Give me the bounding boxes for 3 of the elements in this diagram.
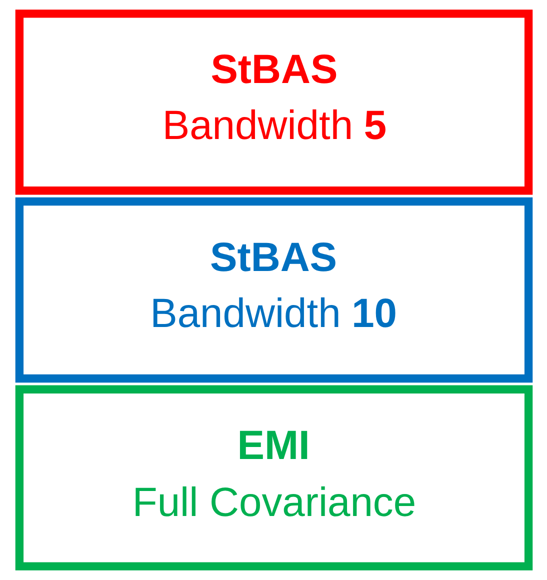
node-box: EMI Full Covariance: [14, 385, 532, 570]
node-box: StBAS Bandwidth 5: [14, 10, 532, 195]
node-box: StBAS Bandwidth 10: [14, 197, 532, 383]
